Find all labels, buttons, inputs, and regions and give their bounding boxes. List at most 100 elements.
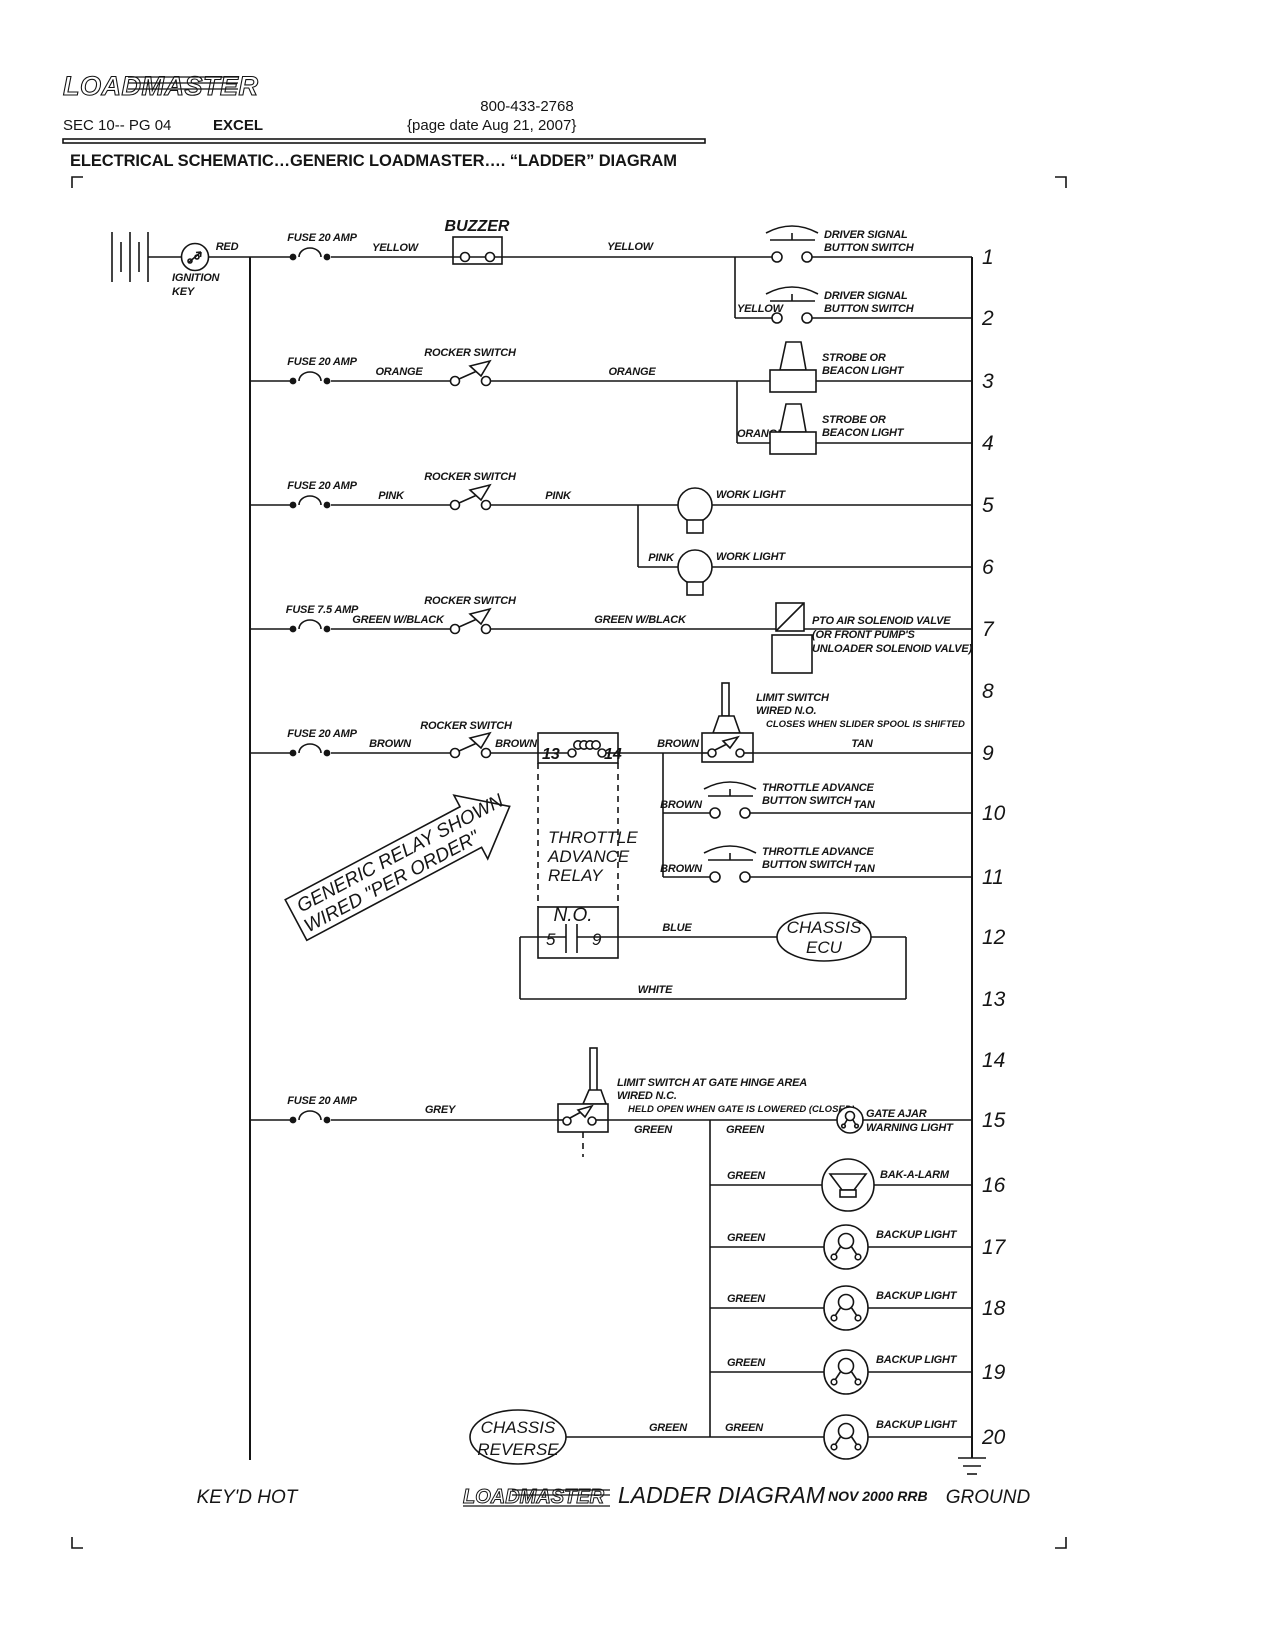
- svg-text:WORK LIGHT: WORK LIGHT: [716, 489, 786, 501]
- relay-coil-icon: [537, 732, 619, 764]
- svg-text:TAN: TAN: [853, 799, 875, 811]
- fuse-label: FUSE 20 AMP: [287, 232, 357, 244]
- backup-alarm-icon: [821, 1158, 875, 1212]
- svg-text:(OR FRONT PUMP'S: (OR FRONT PUMP'S: [812, 629, 916, 641]
- svg-text:PINK: PINK: [378, 490, 405, 502]
- rung-20: CHASSIS REVERSE GREEN GREEN BACKUP LIGHT: [469, 1409, 972, 1465]
- svg-text:HELD OPEN WHEN GATE IS LOWERED: HELD OPEN WHEN GATE IS LOWERED (CLOSED): [628, 1104, 855, 1115]
- svg-text:BUZZER: BUZZER: [445, 218, 510, 235]
- svg-text:16: 16: [982, 1174, 1006, 1197]
- footer-title: LADDER DIAGRAM: [618, 1482, 826, 1508]
- svg-text:14: 14: [982, 1049, 1005, 1072]
- svg-text:BROWN: BROWN: [369, 738, 412, 750]
- svg-text:THROTTLE ADVANCE: THROTTLE ADVANCE: [762, 846, 875, 858]
- push-button-icon: [703, 845, 757, 883]
- rung-18: GREEN BACKUP LIGHT: [710, 1285, 972, 1331]
- svg-text:YELLOW: YELLOW: [737, 303, 785, 315]
- limit-switch-icon: [701, 682, 754, 763]
- svg-text:ORANGE: ORANGE: [375, 366, 423, 378]
- coil-terminal-14: 14: [604, 746, 622, 763]
- svg-text:KEY: KEY: [172, 286, 196, 298]
- svg-text:BACKUP LIGHT: BACKUP LIGHT: [876, 1290, 958, 1302]
- ignition-key-label: IGNITION: [172, 272, 221, 284]
- svg-text:FUSE 20 AMP: FUSE 20 AMP: [287, 728, 357, 740]
- ground-symbol-icon: [958, 1457, 986, 1475]
- svg-text:WARNING LIGHT: WARNING LIGHT: [866, 1122, 954, 1134]
- rung-5: FUSE 20 AMP PINK ROCKER SWITCH PINK WORK…: [250, 471, 972, 534]
- push-button-icon: [765, 225, 819, 263]
- rung-2: YELLOW DRIVER SIGNAL BUTTON SWITCH: [734, 257, 972, 324]
- svg-text:PINK: PINK: [648, 552, 675, 564]
- svg-text:13: 13: [982, 988, 1006, 1011]
- backup-light-icon: [823, 1224, 869, 1270]
- rung-4: ORANGE STROBE OR BEACON LIGHT: [736, 381, 972, 455]
- ignition-key-icon: [180, 242, 210, 272]
- svg-text:ADVANCE: ADVANCE: [547, 847, 630, 866]
- svg-text:YELLOW: YELLOW: [607, 241, 655, 253]
- ground-label: GROUND: [946, 1487, 1031, 1508]
- svg-text:CHASSIS: CHASSIS: [787, 918, 862, 937]
- svg-text:GREEN W/BLACK: GREEN W/BLACK: [352, 614, 445, 626]
- rung-19: GREEN BACKUP LIGHT: [710, 1349, 972, 1395]
- model-label: EXCEL: [213, 117, 263, 134]
- page-footer: KEY'D HOT LOADMASTER LADDER DIAGRAM NOV …: [197, 1482, 1031, 1509]
- svg-text:STROBE OR: STROBE OR: [822, 414, 886, 426]
- svg-text:WORK LIGHT: WORK LIGHT: [716, 551, 786, 563]
- work-light-icon: [677, 487, 713, 534]
- svg-text:GATE AJAR: GATE AJAR: [866, 1108, 927, 1120]
- contact-terminal-5: 5: [546, 930, 556, 949]
- svg-text:ROCKER SWITCH: ROCKER SWITCH: [424, 471, 517, 483]
- svg-text:3: 3: [982, 370, 994, 393]
- rung-17: GREEN BACKUP LIGHT: [710, 1224, 972, 1270]
- svg-text:FUSE 20 AMP: FUSE 20 AMP: [287, 1095, 357, 1107]
- svg-text:ORANGE: ORANGE: [608, 366, 656, 378]
- rung-3: FUSE 20 AMP ORANGE ROCKER SWITCH ORANGE …: [250, 341, 972, 393]
- generic-relay-note: GENERIC RELAY SHOWN WIRED "PER ORDER": [284, 790, 511, 942]
- rung-1: FUSE 20 AMP YELLOW BUZZER YELLOW DRIVER …: [250, 218, 972, 265]
- svg-text:BACKUP LIGHT: BACKUP LIGHT: [876, 1419, 958, 1431]
- rung-16: GREEN BAK-A-LARM: [710, 1158, 972, 1212]
- rocker-switch-icon: [449, 483, 492, 511]
- contact-type-label: N.O.: [553, 905, 592, 926]
- push-button-icon: [765, 286, 819, 324]
- svg-text:GREEN: GREEN: [634, 1124, 673, 1136]
- svg-text:GREEN W/BLACK: GREEN W/BLACK: [594, 614, 687, 626]
- section-label: SEC 10-- PG 04: [63, 117, 171, 134]
- svg-text:BACKUP LIGHT: BACKUP LIGHT: [876, 1229, 958, 1241]
- rung-6: PINK WORK LIGHT: [637, 505, 972, 596]
- svg-text:1: 1: [982, 246, 994, 269]
- svg-text:BUTTON SWITCH: BUTTON SWITCH: [824, 242, 915, 254]
- push-button-icon: [703, 781, 757, 819]
- contact-terminal-9: 9: [592, 930, 602, 949]
- svg-text:GENERIC RELAY SHOWN: GENERIC RELAY SHOWN: [294, 790, 508, 917]
- work-light-icon: [677, 549, 713, 596]
- svg-text:ROCKER SWITCH: ROCKER SWITCH: [424, 595, 517, 607]
- svg-text:GREEN: GREEN: [727, 1357, 766, 1369]
- svg-text:LIMIT SWITCH: LIMIT SWITCH: [756, 692, 830, 704]
- backup-light-icon: [823, 1414, 869, 1460]
- backup-light-icon: [823, 1285, 869, 1331]
- page-header: LOADMASTER 800-433-2768 SEC 10-- PG 04 E…: [62, 70, 706, 170]
- page-title: ELECTRICAL SCHEMATIC…GENERIC LOADMASTER……: [70, 152, 677, 170]
- svg-text:19: 19: [982, 1361, 1006, 1384]
- svg-text:8: 8: [982, 680, 994, 703]
- rocker-switch-icon: [449, 731, 492, 759]
- svg-text:FUSE 20 AMP: FUSE 20 AMP: [287, 480, 357, 492]
- loadmaster-logo: LOADMASTER: [63, 71, 259, 101]
- rung-numbers: 1 2 3 4 5 6 7 8 9 10 11 12 13 14 15 16 1…: [981, 246, 1007, 1449]
- rocker-switch-icon: [449, 359, 492, 387]
- svg-text:BUTTON SWITCH: BUTTON SWITCH: [762, 859, 853, 871]
- svg-text:ROCKER SWITCH: ROCKER SWITCH: [420, 720, 513, 732]
- rung-9: FUSE 20 AMP BROWN ROCKER SWITCH BROWN 13…: [250, 682, 972, 764]
- svg-text:GREEN: GREEN: [727, 1170, 766, 1182]
- svg-text:15: 15: [982, 1109, 1006, 1132]
- svg-text:UNLOADER SOLENOID VALVE): UNLOADER SOLENOID VALVE): [812, 643, 973, 655]
- loadmaster-logo-small: LOADMASTER: [463, 1486, 605, 1508]
- keyd-hot-label: KEY'D HOT: [197, 1487, 299, 1508]
- svg-text:2: 2: [981, 307, 994, 330]
- backup-light-icon: [823, 1349, 869, 1395]
- rung-10: BROWN THROTTLE ADVANCE BUTTON SWITCH TAN: [660, 781, 972, 819]
- svg-text:THROTTLE: THROTTLE: [548, 828, 638, 847]
